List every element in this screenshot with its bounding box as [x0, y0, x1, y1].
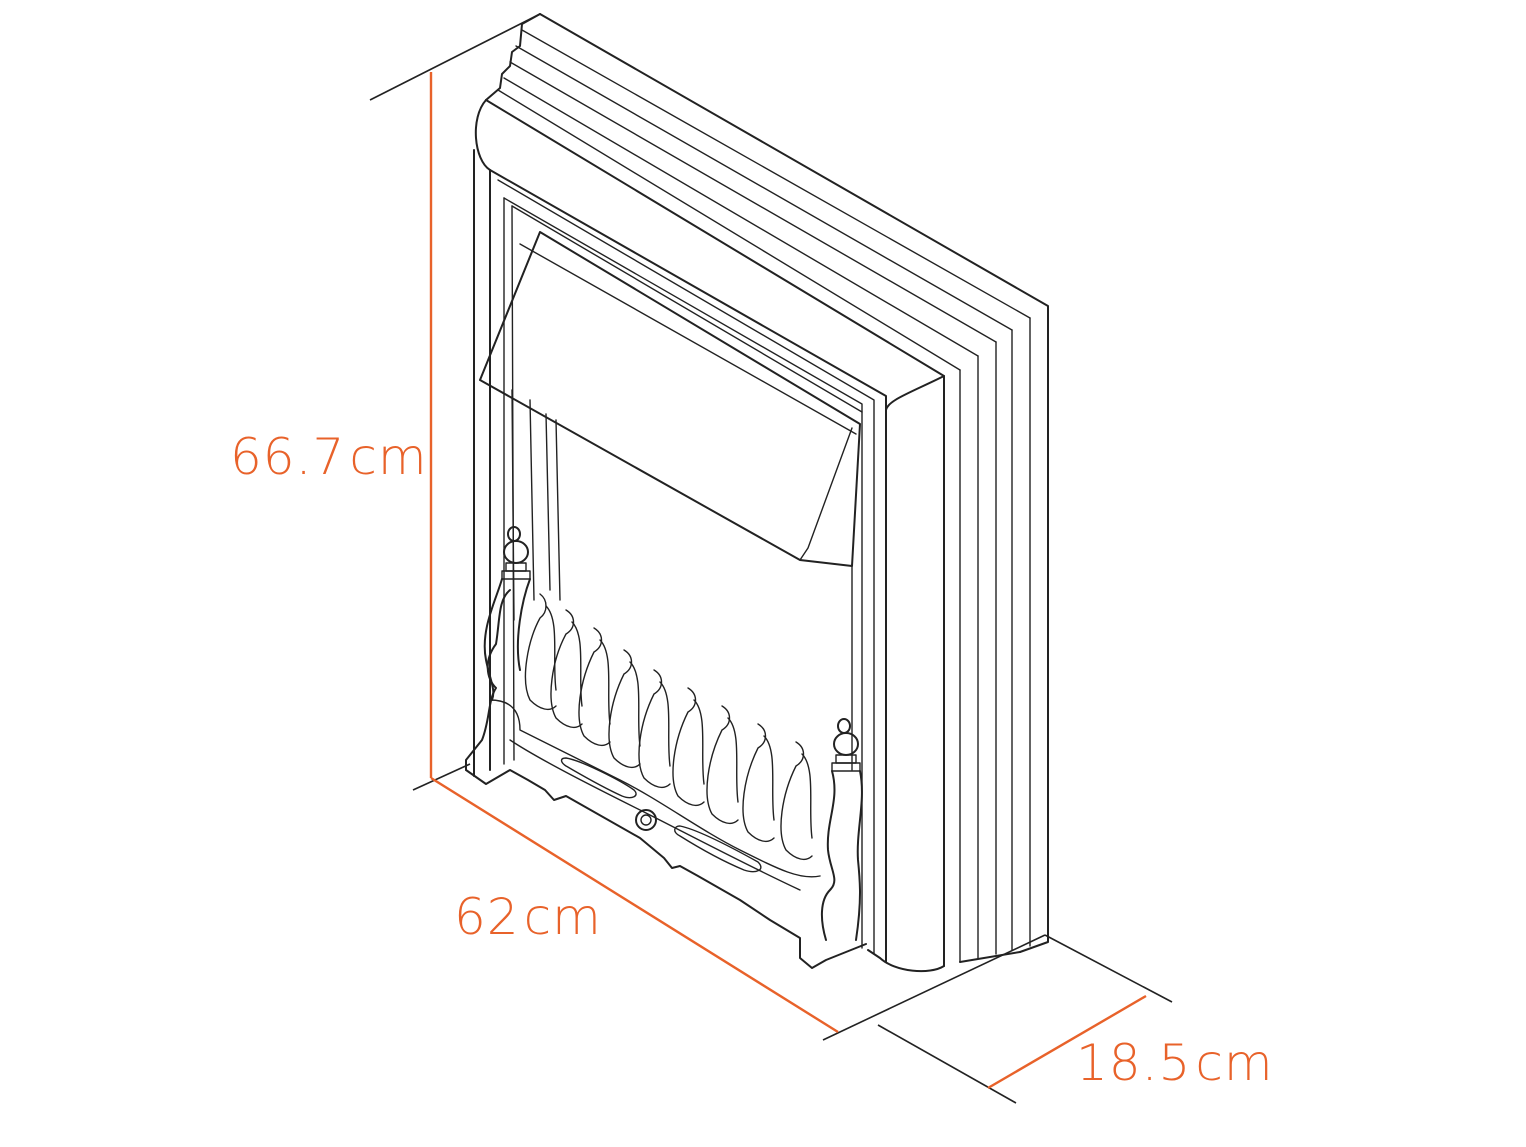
- depth-value: 18.5: [1076, 1034, 1191, 1092]
- width-label: 62cm: [454, 888, 602, 946]
- grate-bars: [524, 593, 813, 861]
- dimension-lines: [429, 72, 1147, 1090]
- depth-dimension-line: [987, 994, 1147, 1090]
- left-finial: [501, 526, 531, 580]
- depth-label: 18.5cm: [1076, 1034, 1274, 1092]
- depth-unit: cm: [1195, 1034, 1273, 1092]
- fireplace-drawing: [465, 13, 1049, 973]
- height-label: 66.7cm: [230, 428, 428, 486]
- width-value: 62: [454, 888, 520, 946]
- width-dimension-line: [430, 776, 839, 1034]
- height-value: 66.7: [230, 428, 345, 486]
- right-finial: [831, 718, 861, 772]
- width-unit: cm: [524, 888, 602, 946]
- extension-lines: [369, 13, 1173, 1104]
- height-unit: cm: [349, 428, 427, 486]
